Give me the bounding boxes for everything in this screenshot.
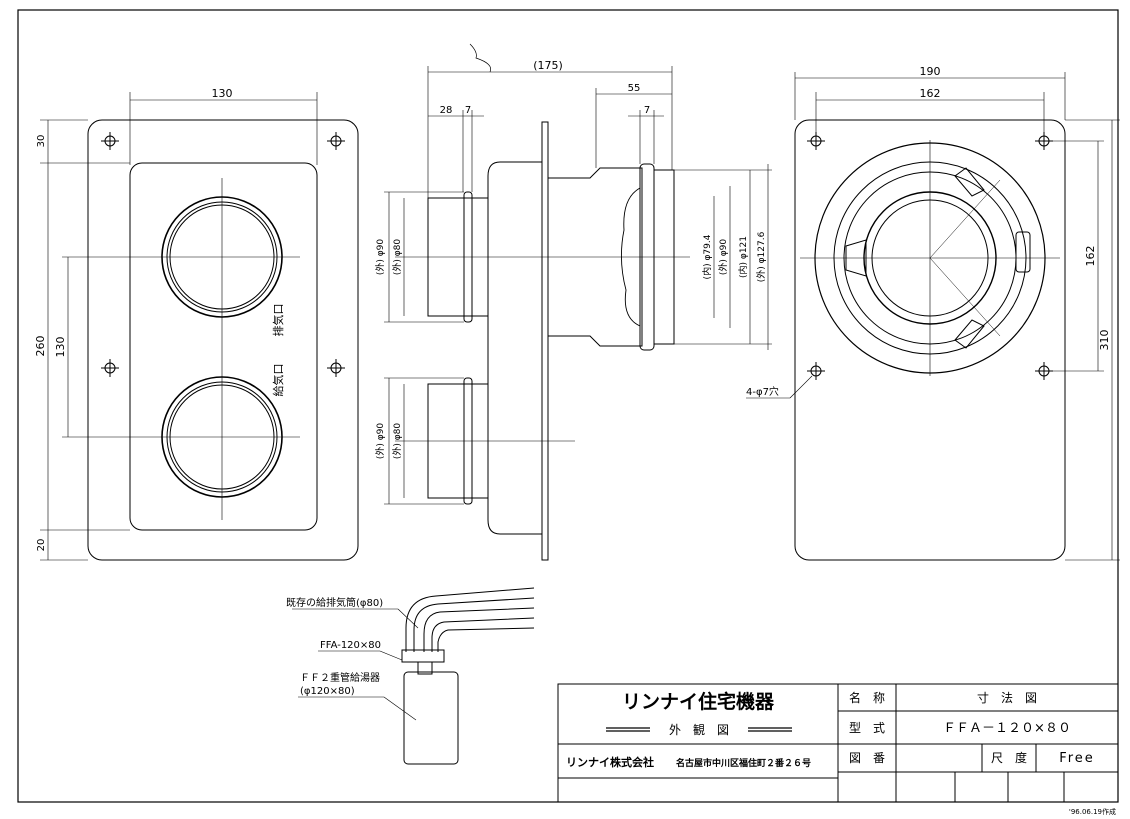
dim-rear-height: 310	[1098, 330, 1111, 351]
rear-mount-hole	[1035, 362, 1053, 380]
front-mount-hole	[101, 359, 119, 377]
name-label: 名 称	[849, 690, 885, 705]
date-note: '96.06.19作成	[1069, 807, 1116, 816]
dim-right-dia-4: (外) φ127.6	[755, 231, 767, 282]
front-outer-plate	[87, 119, 359, 561]
label-heater-1: ＦＦ２重管給湯器	[300, 671, 380, 684]
label-supply: 給気口	[271, 364, 285, 397]
dim-side-c: 55	[628, 83, 641, 94]
label-existing-pipe: 既存の給排気筒(φ80)	[286, 596, 383, 609]
company-brand: リンナイ住宅機器	[622, 690, 775, 713]
dim-right-dia-1: (内) φ79.4	[701, 234, 713, 279]
dim-right-dia-3: (内) φ121	[737, 236, 749, 278]
dim-lower-dia-outer: (外) φ90	[374, 423, 386, 460]
front-inner-plate	[129, 162, 318, 531]
dim-front-width: 130	[212, 87, 233, 100]
company-address: 名古屋市中川区福住町２番２６号	[676, 757, 811, 769]
number-label: 図 番	[849, 751, 885, 765]
name-value: 寸 法 図	[977, 691, 1037, 705]
dim-side-b: 7	[465, 105, 471, 116]
dim-front-bottom-margin: 20	[36, 539, 47, 552]
dim-front-hole-spacing: 130	[54, 337, 67, 358]
model-value: ＦＦＡ－１２０×８０	[943, 721, 1071, 736]
side-rear-box	[487, 161, 542, 535]
model-label: 型 式	[849, 721, 885, 735]
existing-flue-pipe	[405, 587, 535, 652]
dim-side-overall: (175)	[533, 59, 563, 72]
dim-upper-dia-inner: (外) φ80	[391, 239, 403, 276]
drawing-kind: 外 観 図	[669, 723, 729, 737]
dim-front-top-margin: 30	[36, 135, 47, 148]
label-adapter: FFA-120×80	[320, 640, 381, 651]
front-view	[40, 92, 359, 561]
dim-lower-dia-inner: (外) φ80	[391, 423, 403, 460]
rear-view	[746, 72, 1120, 561]
side-flange	[541, 121, 549, 561]
front-mount-hole	[327, 132, 345, 150]
install-sketch	[292, 587, 535, 765]
dim-front-height: 260	[34, 336, 47, 357]
side-view	[384, 43, 772, 561]
front-mount-hole	[327, 359, 345, 377]
adapter-neck	[417, 661, 433, 675]
dim-rear-width: 190	[920, 65, 941, 78]
water-heater-body	[403, 671, 459, 765]
rear-mount-hole	[807, 132, 825, 150]
scale-value: Free	[1059, 751, 1095, 766]
rear-mount-hole	[1035, 132, 1053, 150]
title-block	[557, 683, 1119, 803]
label-exhaust: 排気口	[271, 304, 285, 337]
side-pipe-cutaway	[621, 187, 641, 327]
label-holes-note: 4-φ7穴	[746, 385, 779, 398]
label-heater-2: (φ120×80)	[300, 686, 355, 697]
dim-upper-dia-outer: (外) φ90	[374, 239, 386, 276]
scale-label: 尺 度	[991, 750, 1027, 765]
company-name: リンナイ株式会社	[566, 755, 654, 769]
dim-rear-hole-pitch: 162	[920, 87, 941, 100]
dim-side-a: 28	[440, 105, 453, 116]
rear-mount-hole	[807, 362, 825, 380]
front-mount-hole	[101, 132, 119, 150]
dim-side-d: 7	[644, 105, 650, 116]
sheet-border	[17, 9, 1119, 803]
rear-plate	[794, 119, 1066, 561]
dim-rear-v-pitch: 162	[1084, 246, 1097, 267]
dim-right-dia-2: (外) φ90	[717, 239, 729, 276]
